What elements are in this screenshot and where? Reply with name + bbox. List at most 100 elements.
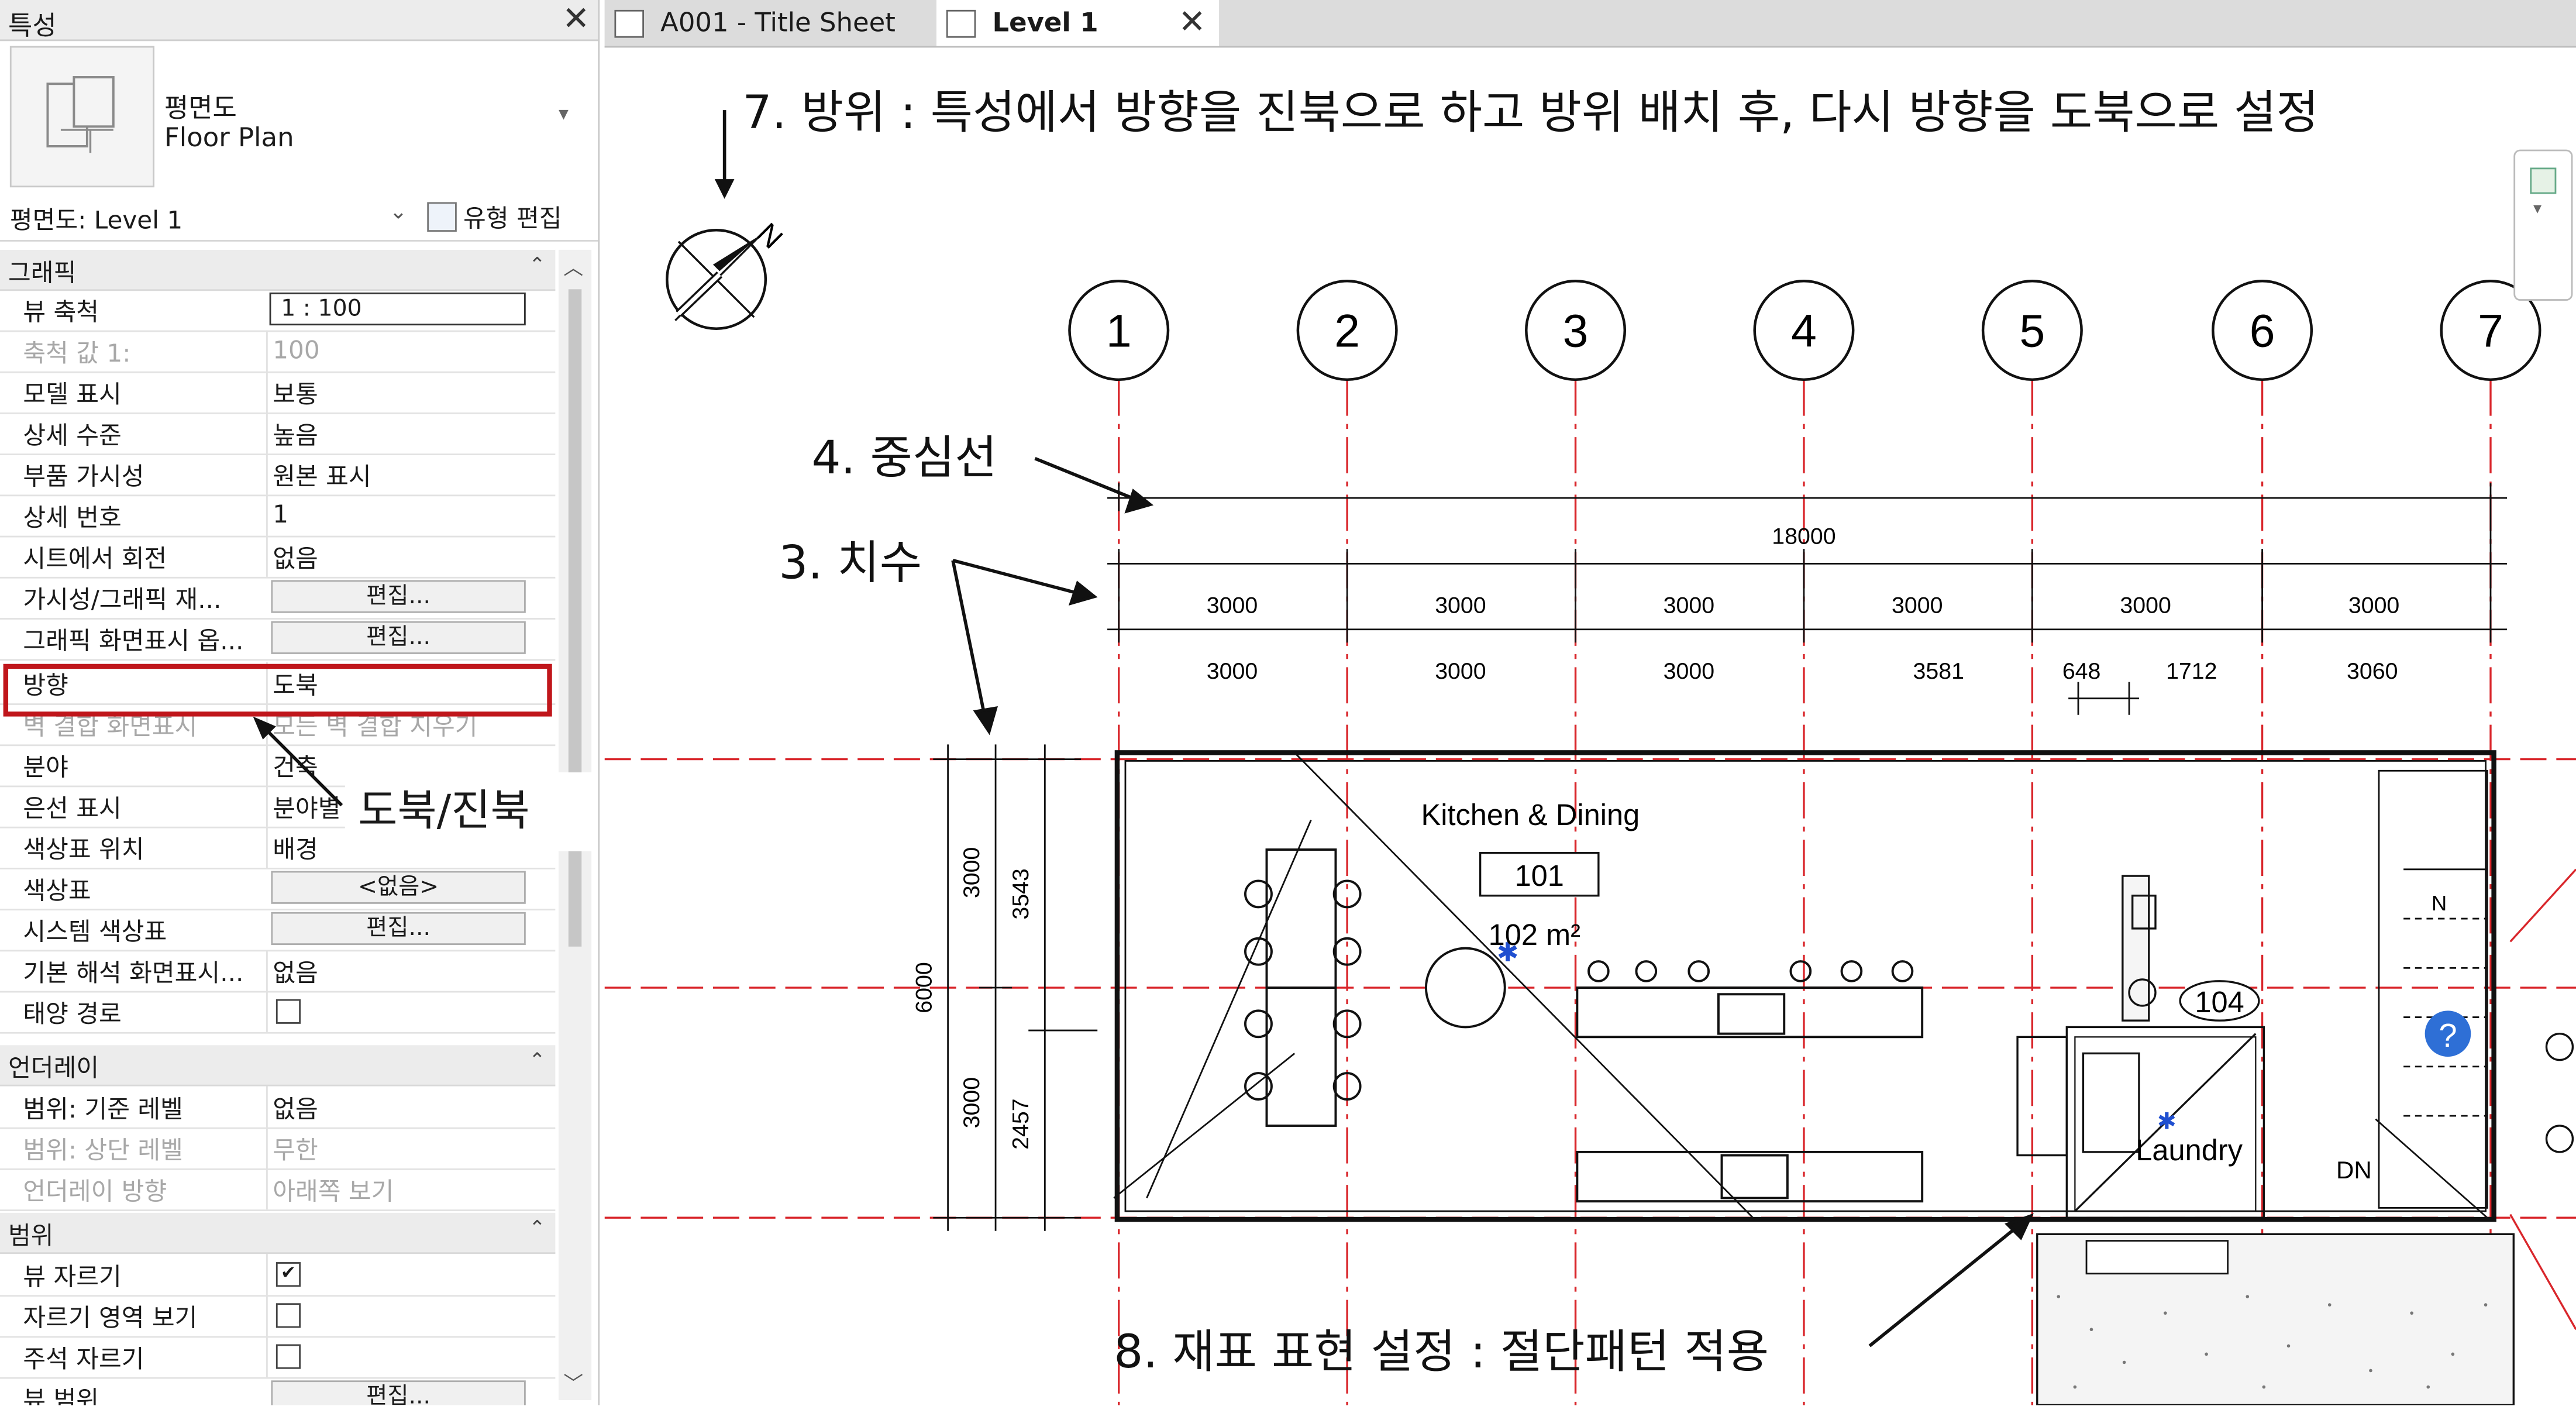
floor-plan-canvas[interactable]: 1 2 3 4 5 6 7 N bbox=[604, 47, 2576, 1405]
prop-display-model[interactable]: 모델 표시 보통 bbox=[0, 371, 556, 414]
close-icon[interactable]: ✕ bbox=[1178, 1, 1206, 42]
stair bbox=[2374, 769, 2488, 1272]
graphic-display-edit-button[interactable]: 편집... bbox=[271, 621, 526, 654]
prop-label: 분야 bbox=[23, 752, 68, 782]
chevron-down-icon[interactable]: ▾ bbox=[2533, 200, 2542, 219]
room-tag-marker: ✱ bbox=[1497, 937, 1519, 968]
prop-graphic-display[interactable]: 그래픽 화면표시 옵... 편집... bbox=[0, 618, 556, 661]
prop-value[interactable]: 높음 bbox=[273, 421, 318, 451]
prop-value[interactable]: 없음 bbox=[273, 1094, 318, 1125]
prop-value[interactable]: 없음 bbox=[273, 544, 318, 574]
instance-filter-label: 평면도: Level 1 bbox=[9, 205, 183, 235]
prop-value[interactable]: 분야별 bbox=[273, 793, 341, 824]
scroll-down-icon[interactable]: ﹀ bbox=[563, 1372, 584, 1395]
edit-type-button[interactable]: 유형 편집 bbox=[427, 199, 562, 235]
prop-sun-path[interactable]: 태양 경로 bbox=[0, 991, 556, 1034]
dim-row2: 648 bbox=[2062, 658, 2101, 684]
instance-filter[interactable]: 평면도: Level 1 ⌄ 유형 편집 bbox=[0, 194, 598, 242]
prop-label: 은선 표시 bbox=[23, 793, 122, 824]
prop-crop-region-visible[interactable]: 자르기 영역 보기 bbox=[0, 1295, 556, 1338]
color-scheme-button[interactable]: <없음> bbox=[271, 871, 526, 904]
view-range-button[interactable]: 편집... bbox=[271, 1380, 526, 1405]
sun-path-checkbox[interactable] bbox=[275, 999, 301, 1024]
vg-edit-button[interactable]: 편집... bbox=[271, 580, 526, 613]
crop-region-checkbox[interactable] bbox=[275, 1303, 301, 1328]
prop-value[interactable]: 원본 표시 bbox=[273, 462, 371, 491]
prop-label: 뷰 자르기 bbox=[23, 1262, 122, 1292]
prop-label: 뷰 축척 bbox=[23, 297, 99, 327]
dim-row1: 3000 bbox=[1892, 593, 1943, 618]
room-number-box bbox=[1479, 852, 1600, 897]
crop-view-checkbox[interactable]: ✔ bbox=[275, 1262, 301, 1287]
system-color-schemes-button[interactable]: 편집... bbox=[271, 912, 526, 946]
prop-orientation[interactable]: 방향 도북 bbox=[0, 662, 556, 705]
prop-value: 100 bbox=[273, 335, 320, 365]
prop-view-scale[interactable]: 뷰 축척 1 : 100 bbox=[0, 289, 556, 332]
prop-detail-number[interactable]: 상세 번호 1 bbox=[0, 494, 556, 538]
tab-label: A001 - Title Sheet bbox=[660, 6, 896, 38]
dim-row1: 3000 bbox=[2348, 593, 2399, 618]
door-symbols bbox=[2545, 1032, 2574, 1153]
dim-row2: 3000 bbox=[1435, 658, 1486, 684]
section-graphics[interactable]: 그래픽 ⌃ bbox=[0, 249, 556, 291]
section-underlay[interactable]: 언더레이 ⌃ bbox=[0, 1045, 556, 1087]
ref-diagonal-a bbox=[2509, 868, 2576, 943]
edit-type-label: 유형 편집 bbox=[463, 202, 562, 233]
prop-crop-view[interactable]: 뷰 자르기 ✔ bbox=[0, 1254, 556, 1297]
dim-row1: 3000 bbox=[2120, 593, 2171, 618]
prop-color-scheme[interactable]: 색상표 <없음> bbox=[0, 868, 556, 911]
prop-system-color-schemes[interactable]: 시스템 색상표 편집... bbox=[0, 909, 556, 952]
prop-label: 색상표 위치 bbox=[23, 834, 144, 865]
steering-wheel-icon[interactable] bbox=[2530, 167, 2557, 194]
prop-label: 범위: 기준 레벨 bbox=[23, 1094, 183, 1125]
prop-hidden-lines[interactable]: 은선 표시 분야별 bbox=[0, 785, 556, 829]
navigation-bar[interactable]: ▾ bbox=[2513, 149, 2573, 301]
section-label: 범위 bbox=[8, 1221, 54, 1251]
view-scale-field[interactable]: 1 : 100 bbox=[269, 292, 526, 326]
dim-vertical-detail: 2457 bbox=[1008, 1098, 1034, 1149]
orientation-value[interactable]: 도북 bbox=[273, 670, 318, 700]
prop-parts-visibility[interactable]: 부품 가시성 원본 표시 bbox=[0, 453, 556, 497]
stair-label: N bbox=[2432, 891, 2447, 915]
prop-color-scheme-location[interactable]: 색상표 위치 배경 bbox=[0, 826, 556, 869]
prop-default-analysis[interactable]: 기본 해석 화면표시... 없음 bbox=[0, 950, 556, 993]
prop-value[interactable]: 보통 bbox=[273, 379, 318, 410]
close-icon[interactable]: ✕ bbox=[562, 0, 590, 38]
type-name: Floor Plan bbox=[164, 121, 294, 153]
prop-value[interactable]: 1 bbox=[273, 499, 289, 530]
laundry-marker: ✱ bbox=[2157, 1109, 2176, 1135]
prop-vg-overrides[interactable]: 가시성/그래픽 재... 편집... bbox=[0, 577, 556, 620]
annotation-crop-checkbox[interactable] bbox=[275, 1344, 301, 1369]
collapse-icon[interactable]: ⌃ bbox=[529, 253, 546, 276]
chevron-down-icon[interactable]: ▾ bbox=[558, 102, 569, 125]
vertical-dimensions: 6000 3000 3000 3543 2457 bbox=[911, 744, 1098, 1231]
annotation-material: 8. 재표 표현 설정 : 절단패턴 적용 bbox=[1114, 1324, 1769, 1379]
prop-annotation-crop[interactable]: 주석 자르기 bbox=[0, 1336, 556, 1379]
annotation-arrows bbox=[951, 457, 2034, 1347]
orientation-highlight-box bbox=[3, 664, 552, 717]
grid-label: 2 bbox=[1334, 305, 1360, 357]
prop-base-level[interactable]: 범위: 기준 레벨 없음 bbox=[0, 1086, 556, 1129]
prop-rotation-on-sheet[interactable]: 시트에서 회전 없음 bbox=[0, 535, 556, 579]
chevron-down-icon[interactable]: ⌄ bbox=[389, 200, 408, 225]
prop-label: 색상표 bbox=[23, 876, 91, 906]
grid-label: 1 bbox=[1106, 305, 1132, 357]
prop-view-range[interactable]: 뷰 범위 편집... bbox=[0, 1377, 555, 1405]
scroll-up-icon[interactable]: ︿ bbox=[563, 256, 584, 280]
room-number: 101 bbox=[1515, 859, 1564, 892]
prop-label: 가시성/그래픽 재... bbox=[23, 585, 222, 615]
tab-level-1[interactable]: Level 1 ✕ bbox=[936, 0, 1220, 46]
view-tab-bar: A001 - Title Sheet Level 1 ✕ bbox=[604, 0, 2576, 48]
tab-title-sheet[interactable]: A001 - Title Sheet bbox=[605, 0, 930, 46]
building-walls bbox=[1113, 750, 2496, 1222]
drawing-area[interactable]: 1 2 3 4 5 6 7 N bbox=[604, 47, 2576, 1405]
type-selector[interactable]: 평면도 Floor Plan ▾ bbox=[0, 39, 598, 190]
prop-value[interactable]: 배경 bbox=[273, 834, 318, 865]
prop-detail-level[interactable]: 상세 수준 높음 bbox=[0, 412, 556, 456]
prop-value: 아래쪽 보기 bbox=[273, 1177, 394, 1206]
collapse-icon[interactable]: ⌃ bbox=[529, 1048, 546, 1072]
section-extents[interactable]: 범위 ⌃ bbox=[0, 1212, 556, 1254]
collapse-icon[interactable]: ⌃ bbox=[529, 1216, 546, 1239]
prop-value[interactable]: 없음 bbox=[273, 958, 318, 988]
prop-label: 모델 표시 bbox=[23, 379, 122, 410]
